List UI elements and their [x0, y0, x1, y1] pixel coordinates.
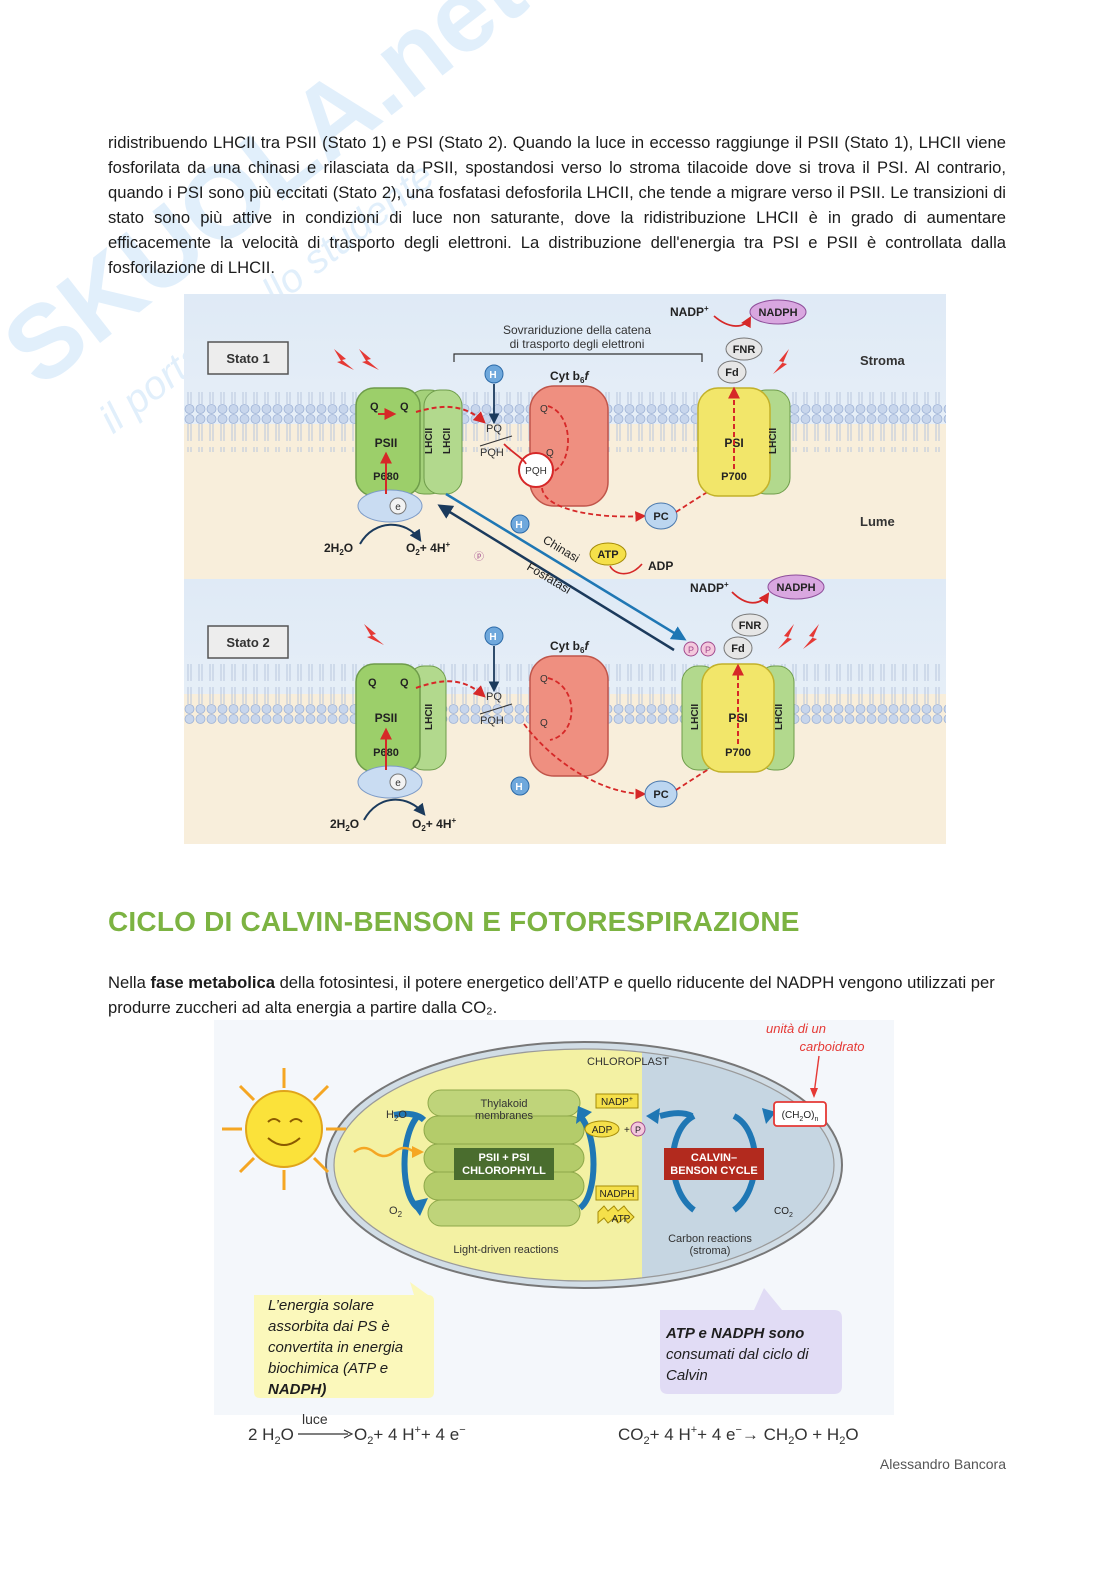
- stato1-label: Stato 1: [226, 351, 269, 366]
- svg-text:Q: Q: [540, 718, 548, 729]
- carb-note-1: unità di un: [766, 1021, 826, 1036]
- chloroplast-label: CHLOROPLAST: [587, 1056, 669, 1068]
- fnr-1: FNR: [733, 344, 756, 356]
- svg-text:PQH: PQH: [525, 466, 547, 477]
- nadph-2: NADPH: [776, 582, 815, 594]
- svg-text:Q: Q: [368, 677, 377, 689]
- calvin-intro-paragraph: Nella fase metabolica della fotosintesi,…: [108, 970, 1006, 1020]
- water-label-1: 2H2O: [324, 541, 353, 557]
- intro-paragraph: ridistribuendo LHCII tra PSII (Stato 1) …: [108, 130, 1006, 280]
- svg-text:Q: Q: [400, 677, 409, 689]
- svg-text:Q: Q: [370, 401, 379, 413]
- carb-note-2: carboidrato: [799, 1039, 864, 1054]
- svg-text:2 H2O: 2 H2O: [248, 1425, 294, 1447]
- fd-1: Fd: [725, 367, 738, 379]
- svg-text:H: H: [515, 520, 522, 531]
- nadp-tag: NADP+: [601, 1096, 633, 1108]
- svg-text:Q: Q: [540, 404, 548, 415]
- water-label-2: 2H2O: [330, 817, 359, 833]
- svg-text:L’energia solare: L’energia solare: [268, 1297, 374, 1314]
- svg-text:biochimica (ATP e: biochimica (ATP e: [268, 1360, 388, 1377]
- svg-text:CHLOROPHYLL: CHLOROPHYLL: [462, 1165, 546, 1177]
- svg-text:PQH: PQH: [480, 715, 504, 727]
- svg-text:LHCII: LHCII: [690, 704, 701, 730]
- pq-label-1: PQ: [486, 423, 502, 435]
- svg-text:luce: luce: [302, 1411, 328, 1427]
- oxygen-label-2: O2+ 4H+: [412, 816, 456, 833]
- svg-text:PQH: PQH: [480, 447, 504, 459]
- svg-text:LHCII: LHCII: [442, 428, 453, 454]
- oxygen-label-1: O2+ 4H+: [406, 540, 450, 557]
- svg-text:LHCII: LHCII: [768, 428, 779, 454]
- footer-author: Alessandro Bancora: [880, 1456, 1006, 1472]
- atp-1: ATP: [597, 549, 618, 561]
- fd-2: Fd: [731, 643, 744, 655]
- carbon-reactions-label: Carbon reactions: [668, 1233, 752, 1245]
- svg-text:convertita in energia: convertita in energia: [268, 1339, 403, 1356]
- p-tag: P: [635, 1125, 641, 1135]
- psi-complex-2: PSI P700 LHCII LHCII: [682, 664, 794, 772]
- svg-text:PQ: PQ: [486, 691, 502, 703]
- svg-text:Cyt b6f: Cyt b6f: [550, 639, 589, 655]
- svg-text:Q: Q: [540, 674, 548, 685]
- light-reactions-label: Light-driven reactions: [453, 1244, 559, 1256]
- sun-icon: [222, 1068, 346, 1190]
- atp-tag: ATP: [612, 1214, 631, 1225]
- svg-text:P700: P700: [721, 471, 747, 483]
- svg-text:P: P: [688, 645, 694, 655]
- equation-carbon: CO2+ 4 H++ 4 e−→ CH2O + H2O: [618, 1424, 859, 1447]
- equation-light: luce 2 H2O O2+ 4 H++ 4 e−: [248, 1411, 466, 1447]
- state-transition-figure: Stato 1 Stato 2 Stroma Lume Sovrariduzio…: [184, 294, 946, 844]
- svg-text:O2+ 4 H++ 4 e−: O2+ 4 H++ 4 e−: [354, 1424, 466, 1447]
- svg-text:e: e: [395, 778, 401, 789]
- svg-text:PSII: PSII: [375, 711, 398, 725]
- svg-text:H: H: [515, 782, 522, 793]
- carbon-reactions-label-2: (stroma): [690, 1245, 731, 1257]
- adp-1: ADP: [648, 559, 673, 573]
- h-ion-1: H: [489, 370, 496, 381]
- svg-text:H: H: [489, 632, 496, 643]
- svg-text:LHCII: LHCII: [424, 704, 435, 730]
- svg-text:P700: P700: [725, 747, 751, 759]
- thylakoid-label-1: Thylakoid: [480, 1098, 527, 1110]
- chloroplast-figure: unità di un carboidrato CHLOROPLAST Thyl…: [214, 1020, 894, 1448]
- svg-text:+: +: [624, 1125, 630, 1136]
- p-circle-1: ⓟ: [474, 551, 484, 563]
- svg-text:PC: PC: [653, 511, 668, 523]
- stroma-label: Stroma: [860, 353, 906, 368]
- stato2-label: Stato 2: [226, 635, 269, 650]
- svg-text:Calvin: Calvin: [666, 1367, 708, 1384]
- psi-complex-1: PSI P700 LHCII: [698, 388, 790, 496]
- svg-text:consumati dal ciclo di: consumati dal ciclo di: [666, 1346, 809, 1363]
- nadph-tag: NADPH: [599, 1189, 634, 1200]
- section-heading: CICLO DI CALVIN-BENSON E FOTORESPIRAZION…: [108, 906, 800, 938]
- svg-text:Cyt b6f: Cyt b6f: [550, 369, 589, 385]
- svg-text:assorbita dai PS è: assorbita dai PS è: [268, 1318, 390, 1335]
- svg-text:ATP e NADPH sono: ATP e NADPH sono: [665, 1325, 804, 1342]
- svg-text:e: e: [395, 502, 401, 513]
- svg-text:LHCII: LHCII: [774, 704, 785, 730]
- nadph-1: NADPH: [758, 307, 797, 319]
- fnr-2: FNR: [739, 620, 762, 632]
- thylakoid-label-2: membranes: [475, 1110, 534, 1122]
- svg-text:PSII + PSI: PSII + PSI: [478, 1152, 529, 1164]
- lume-label: Lume: [860, 514, 895, 529]
- svg-text:NADPH): NADPH): [268, 1381, 326, 1398]
- nadp-1: NADP+: [670, 304, 709, 319]
- svg-text:Q: Q: [400, 401, 409, 413]
- svg-text:BENSON CYCLE: BENSON CYCLE: [670, 1165, 757, 1177]
- svg-text:LHCII: LHCII: [424, 428, 435, 454]
- svg-text:P: P: [705, 645, 711, 655]
- svg-text:PC: PC: [653, 789, 668, 801]
- adp-tag: ADP: [592, 1125, 613, 1136]
- svg-text:PSII: PSII: [375, 436, 398, 450]
- nadp-2: NADP+: [690, 580, 729, 595]
- overreduction-label-2: di trasporto degli elettroni: [510, 337, 645, 351]
- overreduction-label: Sovrariduzione della catena: [503, 323, 651, 337]
- svg-text:CO2+ 4 H++ 4 e−→ CH2O + H2O: CO2+ 4 H++ 4 e−→ CH2O + H2O: [618, 1424, 859, 1447]
- svg-text:CALVIN–: CALVIN–: [691, 1152, 737, 1164]
